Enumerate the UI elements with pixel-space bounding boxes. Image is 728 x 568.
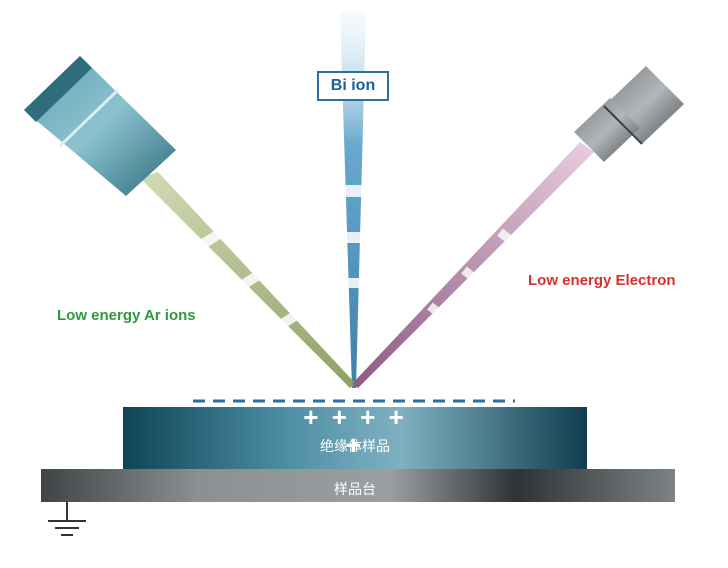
bi-ion-beam [336, 12, 370, 388]
insulator-sample-label: 绝缘体样品 [320, 439, 390, 455]
electron-label: Low energy Electron [528, 272, 676, 289]
ground-icon [48, 502, 86, 536]
positive-charges: + + + + + [303, 402, 407, 460]
ar-ion-label: Low energy Ar ions [57, 307, 196, 324]
bi-ion-label: Bi ion [317, 71, 389, 101]
sample-stage-label: 样品台 [334, 482, 376, 498]
electron-gun [574, 66, 684, 162]
ar-ion-beam [140, 172, 356, 388]
electron-beam [352, 142, 594, 388]
sample-stage [41, 469, 675, 502]
ar-ion-gun [24, 56, 176, 196]
insulator-sample [123, 407, 587, 469]
